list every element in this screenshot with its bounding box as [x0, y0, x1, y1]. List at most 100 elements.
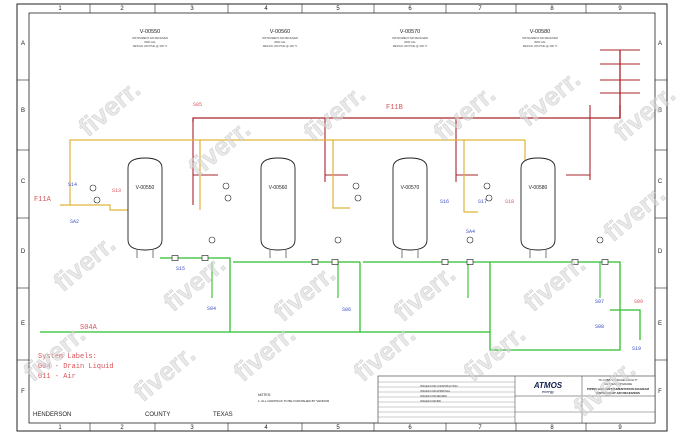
title-block-company: ATMOS	[533, 381, 563, 390]
air-drop	[332, 140, 350, 209]
vessel-tag: V-00570	[401, 185, 420, 191]
top-label-tag: V-00550	[140, 29, 161, 35]
watermark-text: fiverr.	[597, 179, 671, 248]
instrument-bubble	[208, 236, 216, 244]
instrument-bubble	[466, 236, 474, 244]
title-block-company-sub: energy	[542, 389, 555, 394]
vessel-shell	[392, 157, 428, 251]
grid-column-label: 4	[264, 425, 268, 431]
top-label-line: DESIGN: 200 PSIG @ 400 °F	[263, 44, 298, 48]
valve-symbol	[171, 255, 179, 261]
footer-middle: COUNTY	[145, 412, 170, 418]
title-block-project-2: ROYCEVA UPGRADE	[604, 382, 632, 386]
vessel-tag: V-00560	[269, 185, 288, 191]
instrument-bubble	[483, 182, 491, 190]
drain-line-5	[610, 309, 641, 340]
vessel-v-00560: V-00560	[260, 157, 296, 258]
line-label-f11b: F11B	[386, 104, 403, 112]
line-label-f11a: F11A	[34, 196, 52, 204]
line-label-s19: S19	[632, 346, 641, 352]
grid-column-label: 6	[408, 6, 412, 12]
line-label-s05: S05	[193, 102, 202, 108]
top-label-line: 3000 GAL	[274, 40, 286, 44]
grid-column-label: 8	[550, 425, 554, 431]
line-label-s07: S07	[595, 299, 604, 305]
watermark-text: fiverr.	[512, 64, 586, 133]
line-label-s16: S16	[440, 199, 449, 205]
valve-symbol	[441, 259, 449, 265]
revision-row-text: ISSUED FOR APPROVAL	[420, 389, 451, 393]
valve-symbol	[571, 259, 579, 265]
top-label-tag: V-00560	[270, 29, 291, 35]
grid-column-label: 3	[190, 425, 194, 431]
line-label-sa4: SA4	[466, 229, 475, 235]
line-label-s04a: S04A	[80, 324, 98, 332]
instrument-bubble	[224, 194, 232, 202]
title-block-title-1: PIPING AND INSTRUMENTATION DIAGRAM	[587, 387, 649, 391]
top-label-line: 3000 GAL	[534, 40, 546, 44]
grid-column-label: 3	[190, 6, 194, 12]
top-label-line: DESIGN: 200 PSIG @ 400 °F	[393, 44, 428, 48]
instrument-bubble	[354, 194, 362, 202]
revision-row-text: ISSUED FOR BID	[420, 399, 441, 403]
line-label-s09: S09	[634, 299, 643, 305]
grid-column-label: 2	[120, 6, 124, 12]
grid-row-label: F	[21, 389, 25, 395]
system-labels-item-1: 004 - Drain Liquid	[38, 363, 114, 371]
notes-title: NOTES:	[258, 393, 271, 397]
grid-row-label: A	[21, 41, 25, 47]
sheet-outer-border	[16, 3, 668, 432]
line-label-s14: S14	[68, 182, 77, 188]
grid-column-label: 4	[264, 6, 268, 12]
top-label-3: V-00570 INSTRUMENT AIR RECEIVER 3000 GAL…	[392, 29, 428, 48]
vessel-tag: V-00580	[529, 185, 548, 191]
top-label-line: DESIGN: 200 PSIG @ 400 °F	[523, 44, 558, 48]
notes-line-1: 1. ALL GRATINGS TO BE FURNISHED BY VENDO…	[258, 399, 330, 403]
instrument-bubble	[485, 194, 493, 202]
watermark-text: fiverr.	[517, 249, 591, 318]
top-label-line: INSTRUMENT AIR RECEIVER	[392, 36, 428, 40]
top-label-line: INSTRUMENT AIR RECEIVER	[522, 36, 558, 40]
grid-row-label: D	[21, 249, 26, 255]
grid-row-label: E	[658, 321, 662, 327]
footer-right: TEXAS	[213, 412, 233, 418]
line-label-s15: S15	[176, 266, 185, 272]
valve-symbol	[466, 259, 474, 265]
instrument-bubble	[222, 182, 230, 190]
line-label-s13: S13	[112, 188, 121, 194]
vessel-shell	[127, 157, 163, 251]
top-label-line: DESIGN: 200 PSIG @ 400 °F	[133, 44, 168, 48]
grid-row-label: B	[21, 108, 25, 114]
grid-column-label: 1	[58, 6, 62, 12]
watermark-text: fiverr.	[267, 259, 341, 328]
grid-column-label: 6	[408, 425, 412, 431]
line-label-s04: S04	[207, 306, 216, 312]
watermark-text: fiverr.	[297, 79, 371, 148]
grid-column-label: 1	[58, 425, 62, 431]
instrument-bubble	[596, 236, 604, 244]
watermark-text: fiverr.	[387, 259, 461, 328]
grid-row-label: B	[658, 108, 662, 114]
instrument-bubble	[352, 182, 360, 190]
top-label-line: 3000 GAL	[404, 40, 416, 44]
top-label-2: V-00560 INSTRUMENT AIR RECEIVER 3000 GAL…	[262, 29, 298, 48]
grid-column-label: 9	[618, 6, 622, 12]
footer-left: HENDERSON	[33, 412, 71, 418]
valve-symbol	[601, 259, 609, 265]
air-line-main	[60, 139, 525, 206]
watermark-text: fiverr.	[157, 249, 231, 318]
line-label-s08: S08	[595, 324, 604, 330]
vessel-shell	[260, 157, 296, 251]
title-block-project-1: TS COBB STORAGE FACILITY	[598, 378, 638, 382]
line-label-sa2: SA2	[70, 219, 79, 225]
title-block-title-2: INSTRUMENT AIR RECEIVERS	[596, 391, 640, 395]
grid-row-label: F	[658, 389, 662, 395]
grid-row-label: E	[21, 321, 25, 327]
drain-line-1	[40, 257, 231, 333]
